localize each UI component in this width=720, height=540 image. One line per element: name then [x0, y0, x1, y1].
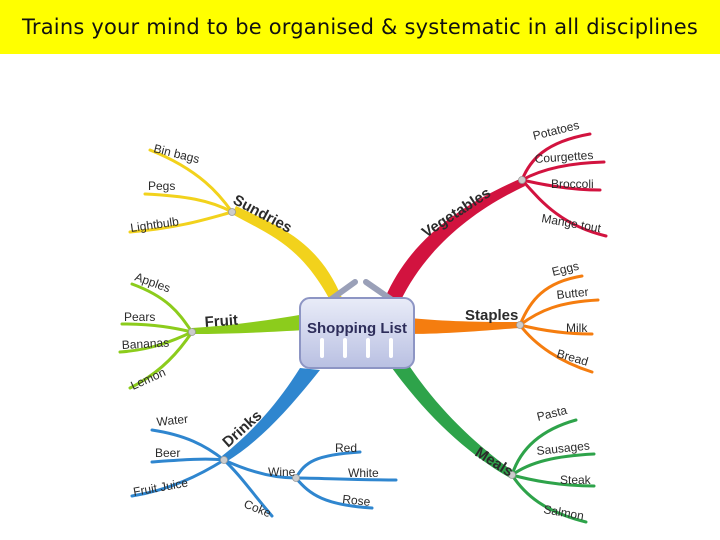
vegetables-sub-branches	[520, 132, 608, 238]
leaf-fruit-juice: Fruit Juice	[132, 475, 189, 498]
junction-dots	[188, 176, 526, 482]
leaf-steak: Steak	[560, 473, 592, 487]
branch-label-fruit: Fruit	[204, 312, 238, 331]
leaf-pegs: Pegs	[148, 179, 175, 193]
leaf-broccoli: Broccoli	[551, 177, 594, 191]
leaf-mange-tout: Mange tout	[540, 211, 602, 235]
leaf-butter: Butter	[556, 285, 589, 302]
sundries-sub-branches	[128, 148, 234, 234]
leaf-bananas: Bananas	[121, 336, 169, 352]
branch-meals	[392, 364, 514, 478]
leaf-pears: Pears	[124, 310, 155, 324]
branch-vegetables	[385, 178, 525, 302]
branch-fruit	[192, 314, 305, 334]
staples-sub-branches	[518, 274, 600, 374]
leaf-lemon: Lemon	[129, 365, 168, 393]
branch-staples	[410, 318, 520, 334]
shopping-basket-icon	[299, 279, 415, 369]
leaf-eggs: Eggs	[550, 259, 580, 279]
leaf-apples: Apples	[133, 270, 172, 296]
center-label: Shopping List	[307, 320, 407, 337]
branch-label-staples: Staples	[465, 307, 518, 324]
leaf-beer: Beer	[155, 446, 180, 460]
fruit-sub-branches	[118, 282, 194, 390]
leaf-coke: Coke	[242, 497, 274, 521]
leaf-pasta: Pasta	[535, 403, 568, 424]
leaf-red: Red	[335, 441, 357, 455]
leaf-courgettes: Courgettes	[534, 148, 594, 166]
leaf-wine: Wine	[268, 465, 296, 479]
branch-label-vegetables: Vegetables	[419, 184, 494, 241]
leaf-water: Water	[156, 412, 189, 429]
branch-label-meals: Meals	[472, 444, 516, 481]
branch-drinks	[222, 368, 320, 462]
leaf-sausages: Sausages	[536, 438, 591, 458]
meals-sub-branches	[510, 418, 596, 524]
leaf-lightbulb: Lightbulb	[129, 214, 180, 235]
branch-sundries	[232, 206, 342, 300]
leaf-white: White	[348, 466, 379, 480]
title-banner: Trains your mind to be organised & syste…	[0, 0, 720, 54]
leaf-rose: Rose	[342, 492, 372, 509]
banner-title: Trains your mind to be organised & syste…	[21, 15, 699, 39]
leaf-salmon: Salmon	[542, 502, 585, 523]
drinks-sub-branches	[130, 428, 398, 518]
leaf-milk: Milk	[566, 321, 588, 335]
